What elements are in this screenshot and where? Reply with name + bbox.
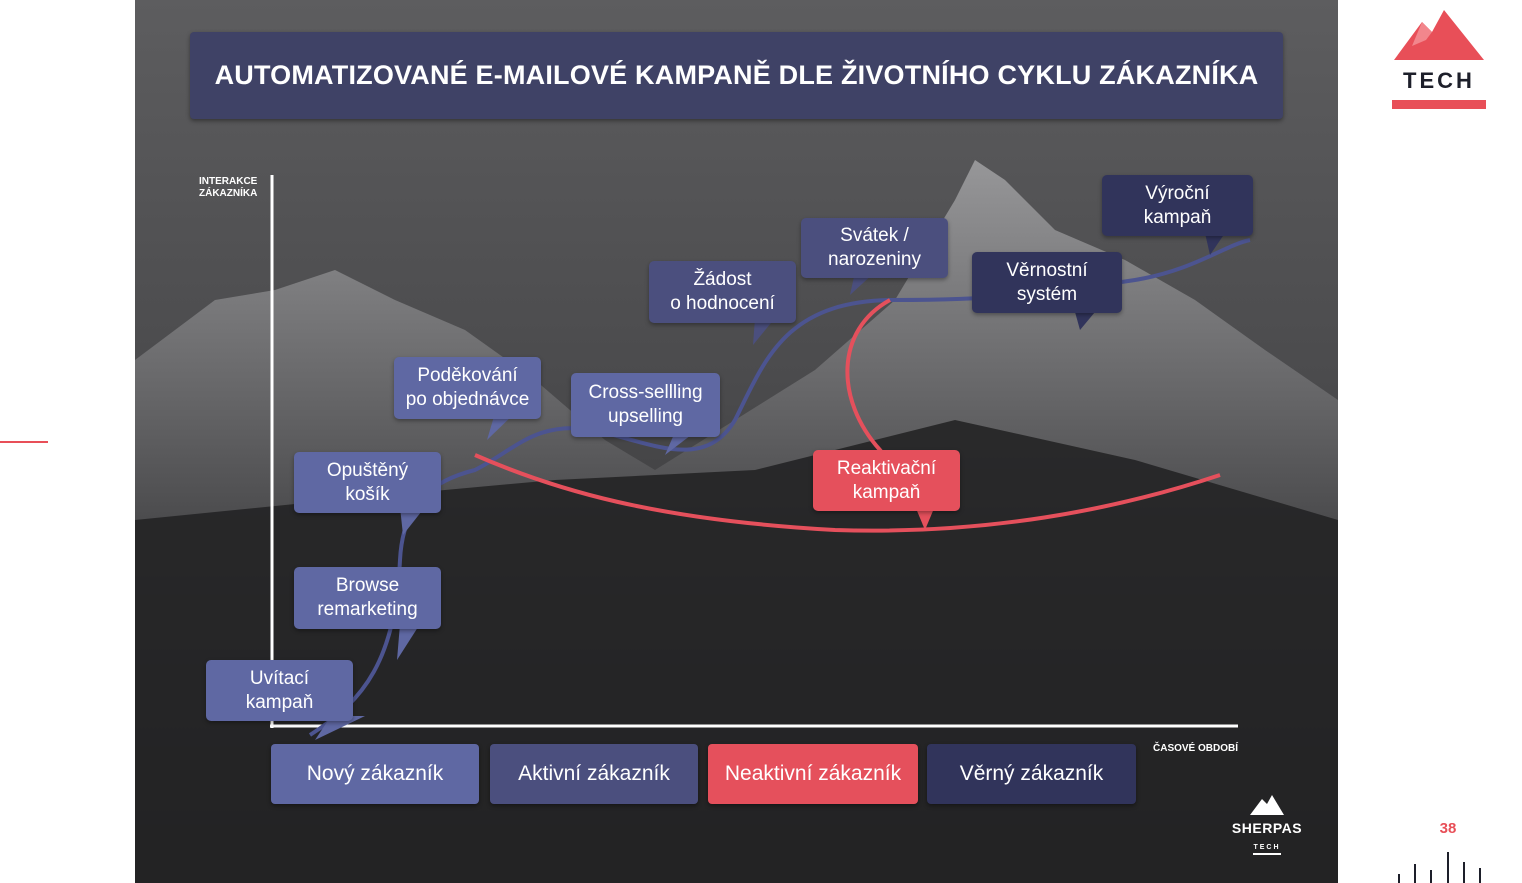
tech-logo-bar <box>1392 100 1486 109</box>
campaign-vyrocni: Výroční kampaň <box>1102 175 1253 236</box>
stage-neaktivni-zakaznik: Neaktivní zákazník <box>708 744 918 804</box>
y-axis-label-line1: INTERAKCE <box>199 176 258 187</box>
campaign-opusteny-kosik: Opuštěný košík <box>294 452 441 513</box>
sherpas-brand-sub: TECH <box>1253 844 1281 855</box>
slide: AUTOMATIZOVANÉ E-MAILOVÉ KAMPANĚ DLE ŽIV… <box>135 0 1338 883</box>
campaign-zadost-o-hodnoceni: Žádost o hodnocení <box>649 261 796 323</box>
tech-logo-text: TECH <box>1403 68 1475 93</box>
campaign-browse-remarketing: Browse remarketing <box>294 567 441 629</box>
sherpas-logo: SHERPAS TECH <box>1229 795 1305 855</box>
tech-mountain-icon <box>1394 10 1484 60</box>
campaign-svatek-narozeniny: Svátek / narozeniny <box>801 218 948 278</box>
stage-verny-zakaznik: Věrný zákazník <box>927 744 1136 804</box>
campaign-vernostni-system: Věrnostní systém <box>972 252 1122 313</box>
side-accent-line <box>0 441 48 443</box>
sherpas-mountain-icon <box>1250 795 1284 815</box>
y-axis-label: INTERAKCE ZÁKAZNÍKA <box>199 176 257 200</box>
decorative-bars <box>1398 852 1481 883</box>
campaign-reaktivacni: Reaktivační kampaň <box>813 450 960 511</box>
title-bar: AUTOMATIZOVANÉ E-MAILOVÉ KAMPANĚ DLE ŽIV… <box>190 32 1283 119</box>
campaign-uvitaci: Uvítací kampaň <box>206 660 353 721</box>
page-title: AUTOMATIZOVANÉ E-MAILOVÉ KAMPANĚ DLE ŽIV… <box>214 60 1259 90</box>
page-number: 38 <box>1439 820 1457 837</box>
y-axis-label-line2: ZÁKAZNÍKA <box>199 188 258 199</box>
campaign-podekovani: Poděkování po objednávce <box>394 357 541 419</box>
x-axis-label: ČASOVÉ OBDOBÍ <box>1153 743 1239 754</box>
sherpas-brand: SHERPAS <box>1231 820 1303 836</box>
stage-aktivni-zakaznik: Aktivní zákazník <box>490 744 698 804</box>
stage-novy-zakaznik: Nový zákazník <box>271 744 479 804</box>
campaign-cross-selling: Cross-sellling upselling <box>571 373 720 437</box>
